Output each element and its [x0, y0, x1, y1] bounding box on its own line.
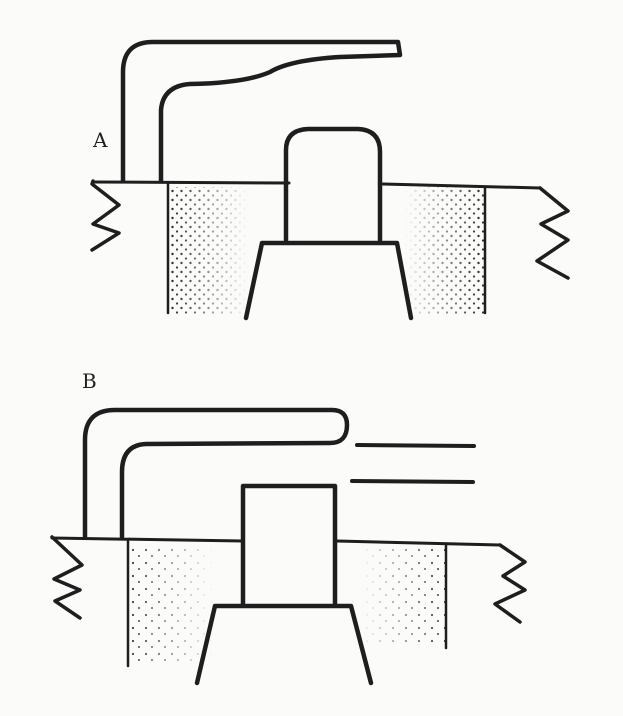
panel-b-outlet-line-upper — [355, 443, 476, 448]
panel-b-stipple-right — [361, 546, 445, 646]
panel-a-left-break — [90, 179, 121, 252]
panel-a-dome — [283, 126, 383, 243]
panel-b: B — [50, 369, 527, 686]
panel-b-left-break — [50, 535, 84, 620]
panel-a-stipple-right — [405, 187, 484, 315]
panel-b-pedestal — [194, 603, 374, 686]
panel-a-right-break — [535, 186, 570, 280]
panel-a-stipple-left — [169, 187, 249, 315]
panel-a-surface — [91, 180, 542, 190]
panel-a-label: A — [92, 128, 108, 152]
panel-a-tube — [120, 39, 403, 184]
panel-b-plug — [240, 483, 338, 607]
panel-b-surface — [50, 536, 502, 547]
panel-a-pedestal — [243, 240, 414, 321]
panel-b-outlet-line-lower — [350, 479, 475, 484]
panel-b-label: B — [82, 369, 97, 393]
panel-b-right-break — [493, 543, 527, 624]
panel-a: A — [90, 39, 570, 321]
panel-b-stipple-left — [129, 544, 214, 665]
panel-b-tube — [82, 407, 350, 540]
